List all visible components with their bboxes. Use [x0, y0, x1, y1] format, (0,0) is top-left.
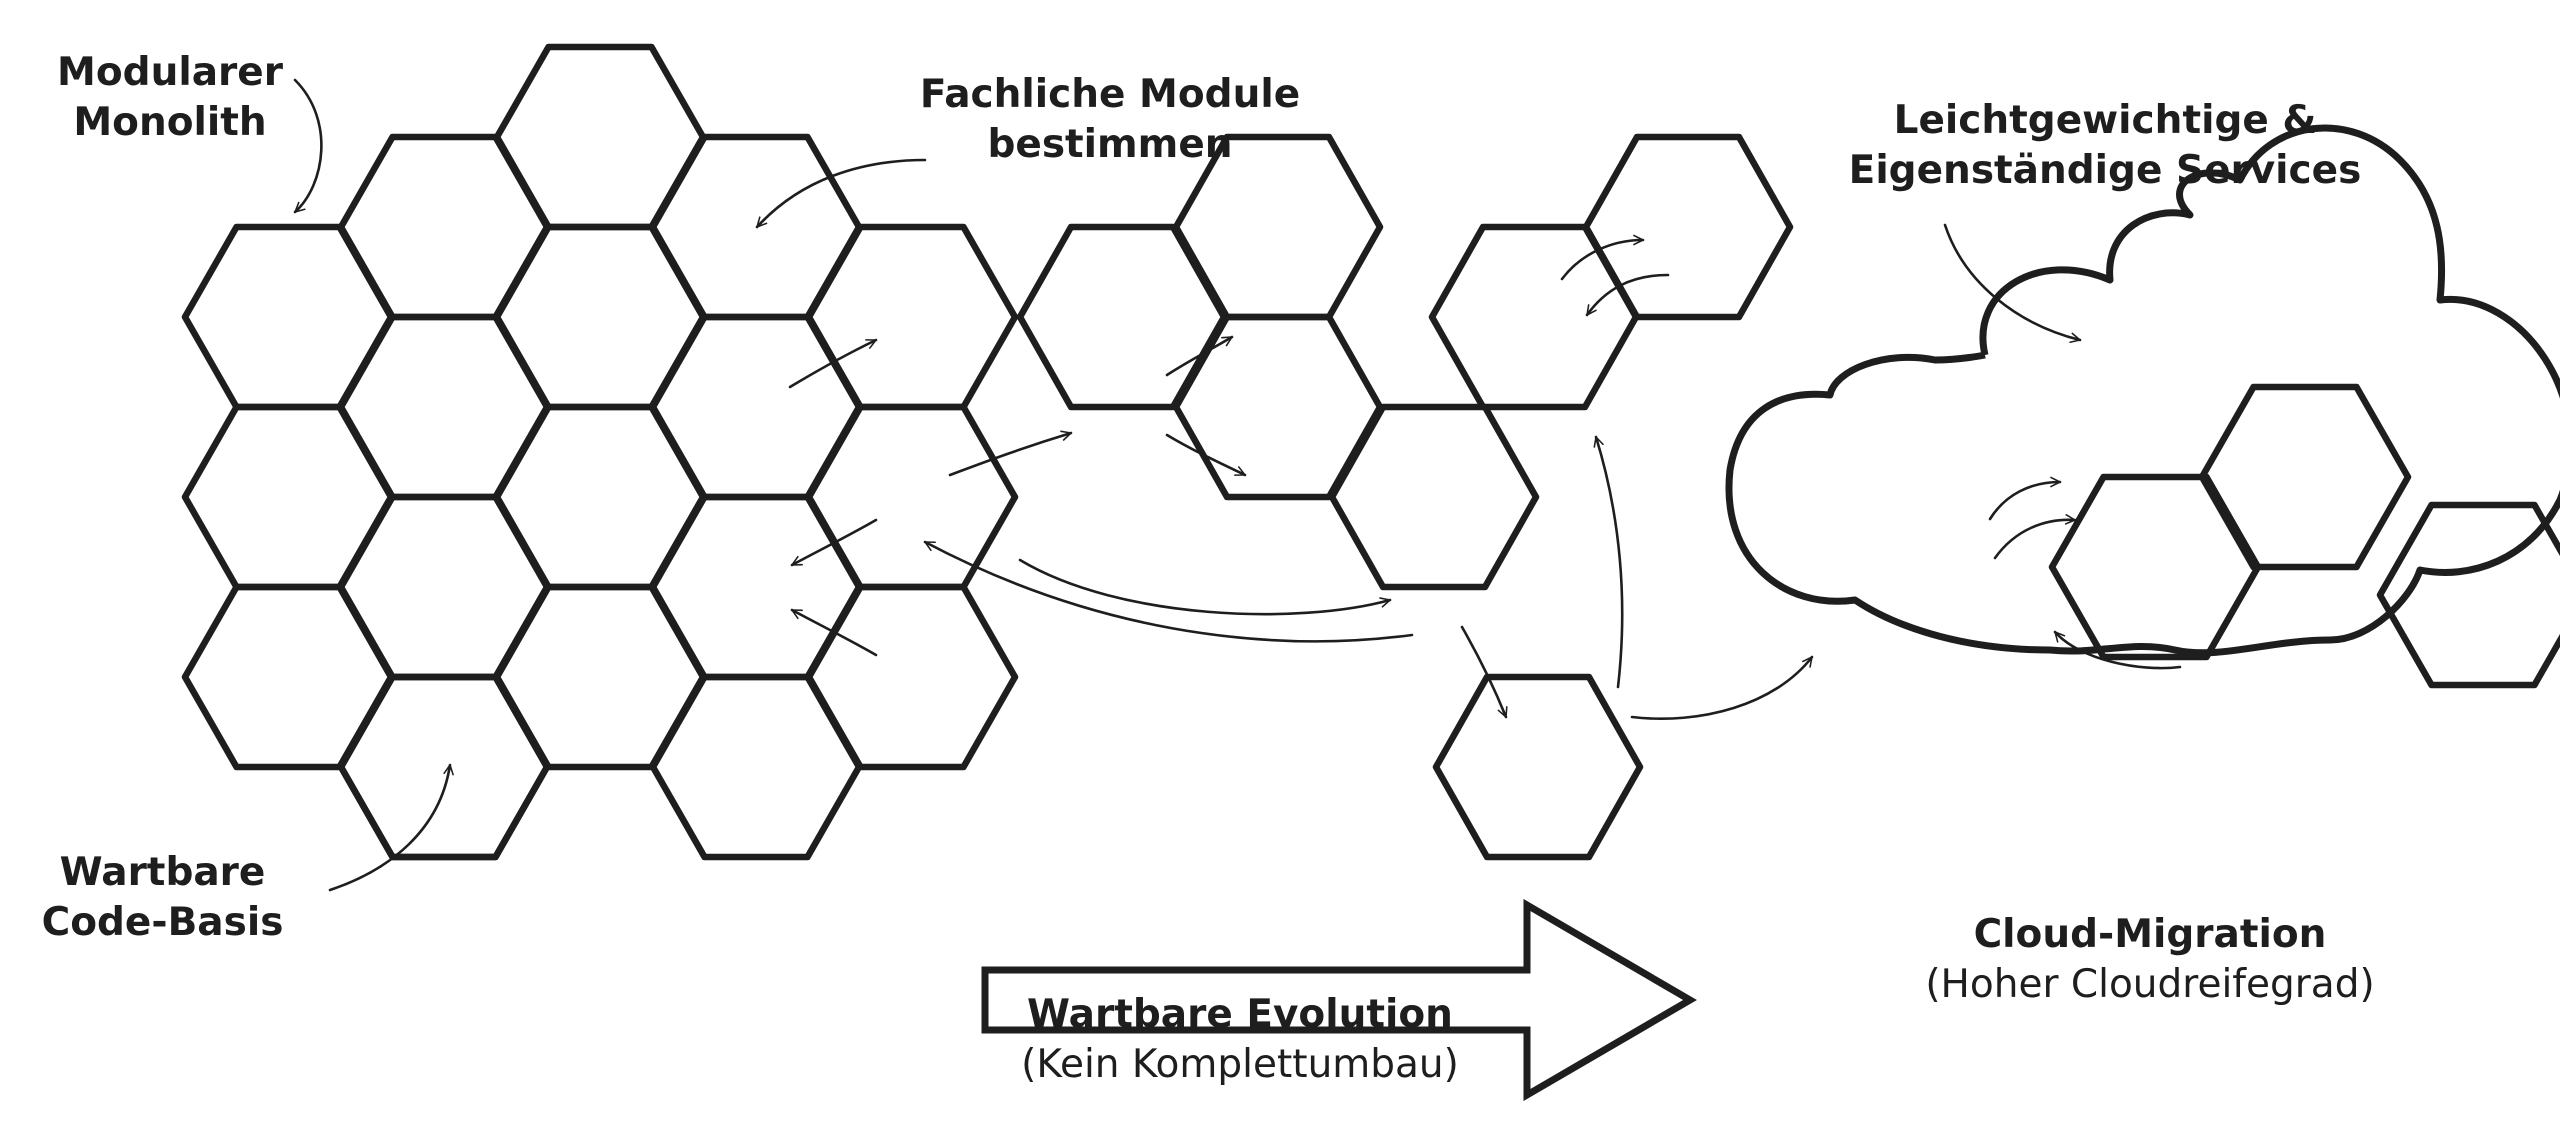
- cloud-service-hexagon: [2048, 473, 2262, 661]
- cloud-subtitle: (Hoher Cloudreifegrad): [1925, 961, 2375, 1007]
- label-cloud-migration: Cloud-Migration (Hoher Cloudreifegrad): [1850, 910, 2450, 1010]
- dependency-arrow: [1165, 335, 1234, 377]
- module-hexagon: [1432, 673, 1644, 861]
- dependency-arrow: [790, 608, 878, 657]
- hexagon-modules: [181, 43, 2560, 861]
- dependency-arrow: [790, 518, 878, 567]
- dependency-arrow: [1593, 435, 1624, 689]
- service-hexagon: [1582, 133, 1794, 321]
- dependency-arrow: [2053, 630, 2182, 670]
- label-evolution: Wartbare Evolution (Kein Komplettumbau): [930, 990, 1550, 1090]
- label-domain-modules: Fachliche Module bestimmen: [919, 72, 1301, 167]
- dependency-arrow: [1560, 234, 1645, 281]
- cloud-outline: [1725, 124, 2560, 657]
- label-maintainable-code-base: Wartbare Code-Basis: [41, 850, 284, 945]
- dependency-arrow: [1460, 625, 1508, 719]
- dependency-arrow: [1165, 433, 1247, 477]
- evolution-subtitle: (Kein Komplettumbau): [1021, 1041, 1459, 1087]
- label-pointer-arrow: [293, 78, 323, 214]
- evolution-arrow: [981, 898, 1697, 1102]
- dependency-arrow: [1585, 273, 1670, 317]
- cloud-service-hexagon: [2198, 383, 2412, 571]
- dependency-arrow: [1018, 558, 1392, 616]
- dependency-arrow: [1988, 476, 2062, 521]
- label-pointer-arrow: [755, 158, 927, 229]
- dependency-arrow: [923, 540, 1414, 643]
- cloud-service-hexagon: [2376, 501, 2560, 689]
- label-lightweight-services: Leichtgewichtige & Eigenständige Service…: [1848, 98, 2362, 193]
- dependency-arrow: [1630, 655, 1814, 721]
- cloud-title: Cloud-Migration: [1973, 912, 2327, 957]
- dependency-arrows: [293, 78, 2182, 892]
- label-pointer-arrow: [328, 763, 454, 892]
- dependency-arrow: [1993, 514, 2077, 560]
- label-modular-monolith: Modularer Monolith: [57, 50, 283, 145]
- label-pointer-arrow: [1943, 223, 2082, 343]
- dependency-arrow: [788, 338, 878, 389]
- module-hexagon: [1328, 403, 1540, 591]
- monolith-hexagon: [805, 583, 1019, 771]
- evolution-title: Wartbare Evolution: [1027, 992, 1453, 1037]
- service-hexagon: [1428, 223, 1640, 411]
- dependency-arrow: [948, 430, 1073, 477]
